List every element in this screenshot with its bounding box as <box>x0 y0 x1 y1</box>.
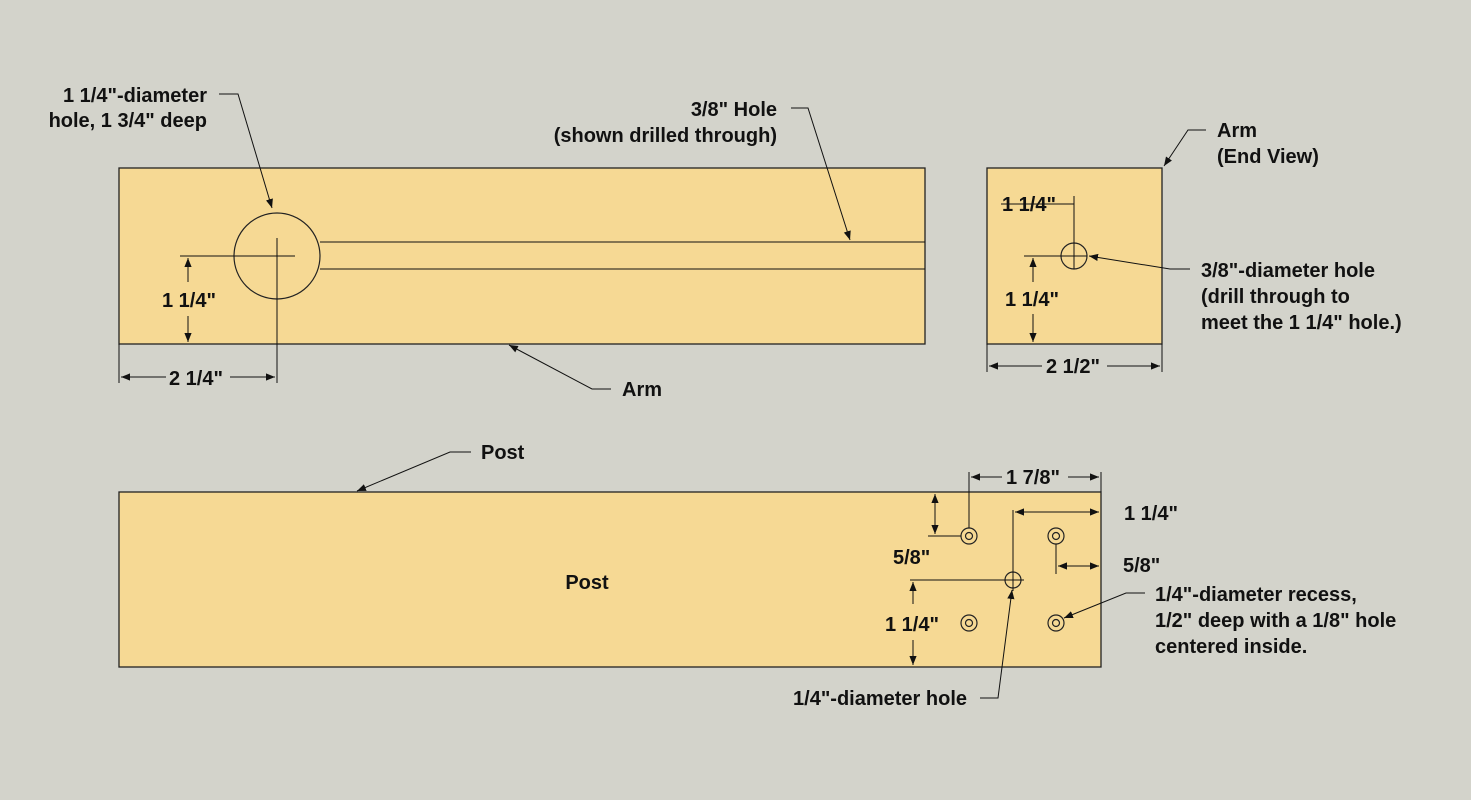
arm-side-view: 1 1/4" 2 1/4" 1 1/4"-diameter hole, 1 3/… <box>49 85 926 401</box>
small-hole-label-line2: (shown drilled through) <box>554 125 777 147</box>
recess-bottom-left-inner <box>964 618 974 628</box>
post-leader <box>356 451 471 492</box>
end-dim-width-label: 2 1/2" <box>1046 356 1100 378</box>
recess-top-right-inner <box>1051 531 1061 541</box>
post-dim-left2-label: 1 1/4" <box>885 614 939 636</box>
recess-bottom-left <box>960 614 978 632</box>
recess-label-line2: 1/2" deep with a 1/8" hole <box>1155 610 1396 632</box>
recess-top-left-inner <box>964 531 974 541</box>
recess-bottom-right-inner <box>1051 618 1061 628</box>
arm-end-view: 1 1/4" 1 1/4" 2 1/2" Arm (End View) 3/8"… <box>986 120 1402 378</box>
recess-label-line1: 1/4"-diameter recess, <box>1155 584 1357 606</box>
post-center-label: Post <box>565 572 609 594</box>
post-dim-left1-label: 5/8" <box>893 547 930 569</box>
recess-bottom-right <box>1047 614 1065 632</box>
small-hole-label-line1: 3/8" Hole <box>691 99 777 121</box>
big-hole-label-line1: 1 1/4"-diameter <box>63 85 207 107</box>
post-hole-leader <box>980 589 1015 699</box>
arm-part-label: Arm <box>622 379 662 401</box>
arm-dim-horizontal-label: 2 1/4" <box>169 368 223 390</box>
end-view-leader <box>1163 129 1206 167</box>
post-dim-right2-label: 5/8" <box>1123 555 1160 577</box>
recess-leader <box>1063 592 1145 619</box>
end-view-title-line1: Arm <box>1217 120 1257 142</box>
arm-dim-vertical-label: 1 1/4" <box>162 290 216 312</box>
end-hole-leader <box>1088 253 1190 270</box>
end-view-title-line2: (End View) <box>1217 146 1319 168</box>
post-view: Post Post 1 7/8" 1 <box>118 442 1396 710</box>
arm-leader <box>508 344 611 390</box>
end-dim-vertical-label: 1 1/4" <box>1005 289 1059 311</box>
post-hole-label: 1/4"-diameter hole <box>793 688 967 710</box>
big-hole-leader <box>219 93 273 209</box>
end-hole-label-line1: 3/8"-diameter hole <box>1201 260 1375 282</box>
end-dim-top-label: 1 1/4" <box>1002 194 1056 216</box>
small-hole-leader <box>791 107 851 241</box>
recess-label-line3: centered inside. <box>1155 636 1307 658</box>
end-hole-label-line2: (drill through to <box>1201 286 1350 308</box>
post-part-label: Post <box>481 442 525 464</box>
post-dim-right1-label: 1 1/4" <box>1124 503 1178 525</box>
end-hole-label-line3: meet the 1 1/4" hole.) <box>1201 312 1402 334</box>
post-dim-top-label: 1 7/8" <box>1006 467 1060 489</box>
big-hole-label-line2: hole, 1 3/4" deep <box>49 110 207 132</box>
